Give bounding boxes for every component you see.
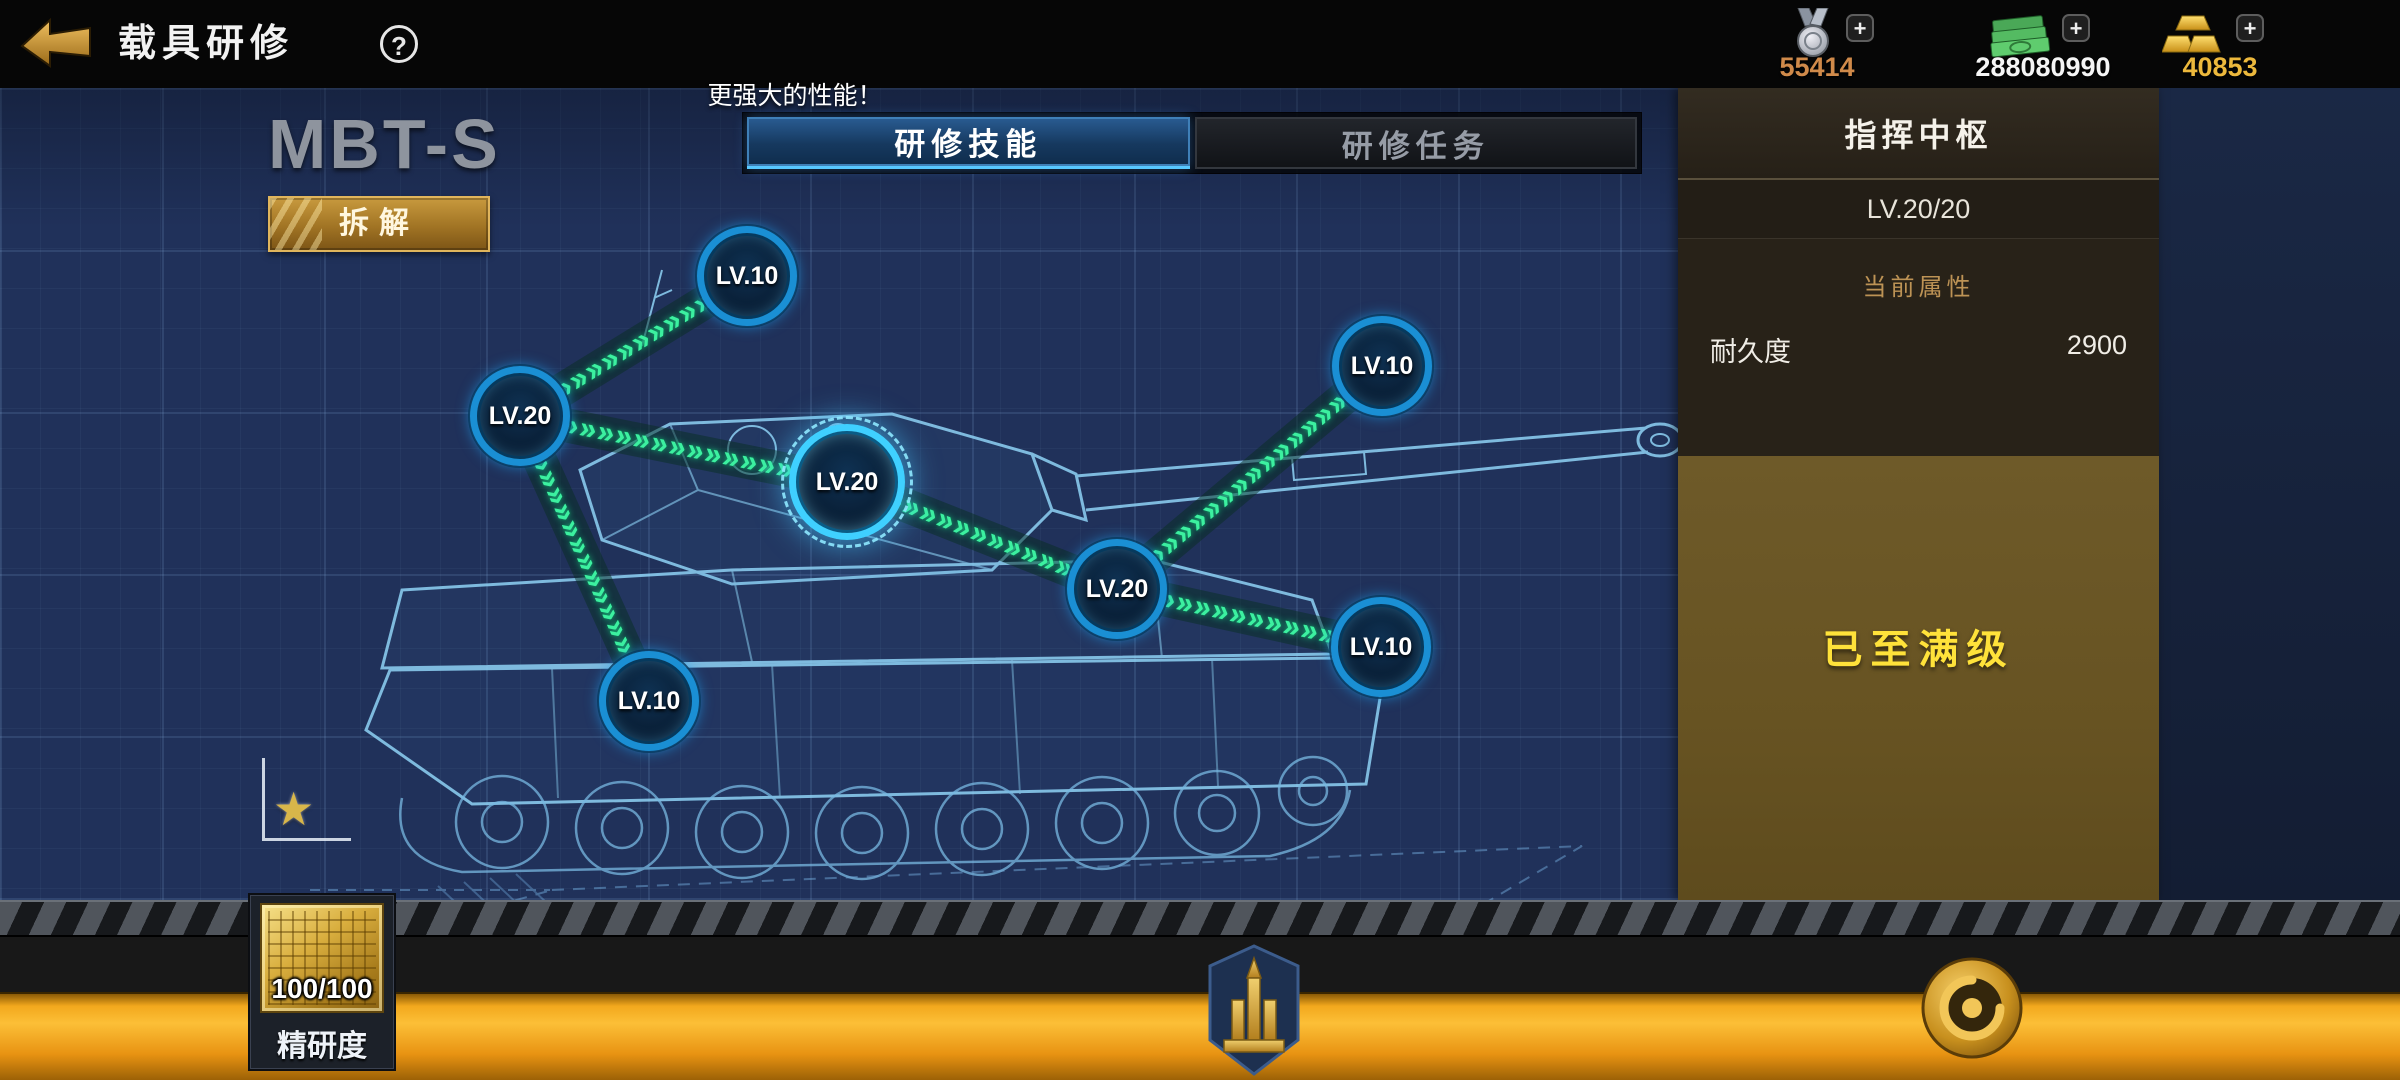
toast-message: 更强大的性能！	[707, 82, 883, 110]
attribute-value: 2900	[2066, 330, 2127, 360]
refinement-progress: 100/100	[271, 973, 373, 1004]
corner-bracket: ★	[262, 758, 351, 841]
add-gold-button[interactable]: +	[2236, 14, 2264, 42]
cash-icon	[1990, 15, 2051, 58]
skill-node-level: LV.10	[1349, 632, 1413, 661]
skill-node-level: LV.10	[617, 686, 681, 715]
back-button[interactable]	[16, 12, 96, 74]
skill-node-level: LV.10	[715, 261, 779, 290]
add-cash-button[interactable]: +	[2062, 14, 2090, 42]
hazard-stripe-bar	[0, 900, 2400, 937]
max-level-text: 已至满级	[1822, 628, 2015, 672]
attributes-section: 当前属性 耐久度 2900	[1678, 239, 2159, 485]
skill-node-level: LV.20	[1085, 574, 1149, 603]
panel-title: 指挥中枢	[1678, 88, 2159, 180]
vehicle-name: MBT-S	[268, 105, 501, 183]
back-arrow-icon	[20, 17, 91, 68]
page-title: 载具研修	[118, 23, 295, 65]
tab-research-skills[interactable]: 研修技能	[747, 117, 1190, 169]
max-level-section: 已至满级	[1678, 456, 2159, 900]
skill-node-level: LV.20	[815, 467, 879, 496]
attribute-label: 耐久度	[1710, 337, 1791, 367]
refinement-widget[interactable]: 100/100 精研度	[248, 893, 396, 1071]
skill-node[interactable]: LV.10	[599, 651, 699, 751]
coin-swirl-button[interactable]	[1920, 956, 2024, 1060]
skill-node[interactable]: LV.20	[1067, 539, 1167, 639]
command-center-panel: 指挥中枢 LV.20/20 当前属性 耐久度 2900 已至满级	[1678, 88, 2159, 900]
tower-icon	[1223, 955, 1285, 1053]
refinement-chip-icon	[260, 903, 384, 1013]
skill-node-level: LV.20	[488, 401, 552, 430]
skill-node[interactable]: LV.10	[1331, 597, 1431, 697]
gold-amount: 40853	[2182, 52, 2258, 82]
tank-blueprint	[310, 269, 1684, 933]
attributes-title: 当前属性	[1862, 274, 1975, 301]
attribute-row: 耐久度 2900	[1678, 330, 2159, 369]
gold-bars-icon	[2162, 15, 2221, 53]
tab-research-tasks[interactable]: 研修任务	[1194, 117, 1637, 169]
star-icon: ★	[273, 783, 315, 835]
swirl-icon	[1939, 975, 2005, 1041]
add-medal-button[interactable]: +	[1846, 14, 1874, 42]
top-bar: 载具研修 ? + 55414 + 288080990	[0, 0, 2400, 88]
refinement-label: 精研度	[277, 1030, 367, 1063]
skill-node-level: LV.10	[1350, 351, 1414, 380]
skill-node[interactable]: LV.20	[470, 366, 570, 466]
skill-node[interactable]: LV.10	[697, 226, 797, 326]
skill-node[interactable]: LV.20	[781, 416, 913, 548]
skill-node[interactable]: LV.10	[1332, 316, 1432, 416]
panel-right-margin	[2159, 88, 2400, 900]
cash-amount: 288080990	[1975, 52, 2111, 82]
tab-bar: 研修技能 研修任务	[742, 112, 1642, 174]
medal-icon	[1797, 8, 1829, 57]
help-icon[interactable]: ?	[380, 25, 418, 63]
dismantle-button[interactable]: 拆解	[268, 196, 490, 252]
panel-level: LV.20/20	[1678, 180, 2159, 239]
base-emblem-button[interactable]	[1208, 944, 1300, 1076]
medal-amount: 55414	[1779, 52, 1855, 82]
